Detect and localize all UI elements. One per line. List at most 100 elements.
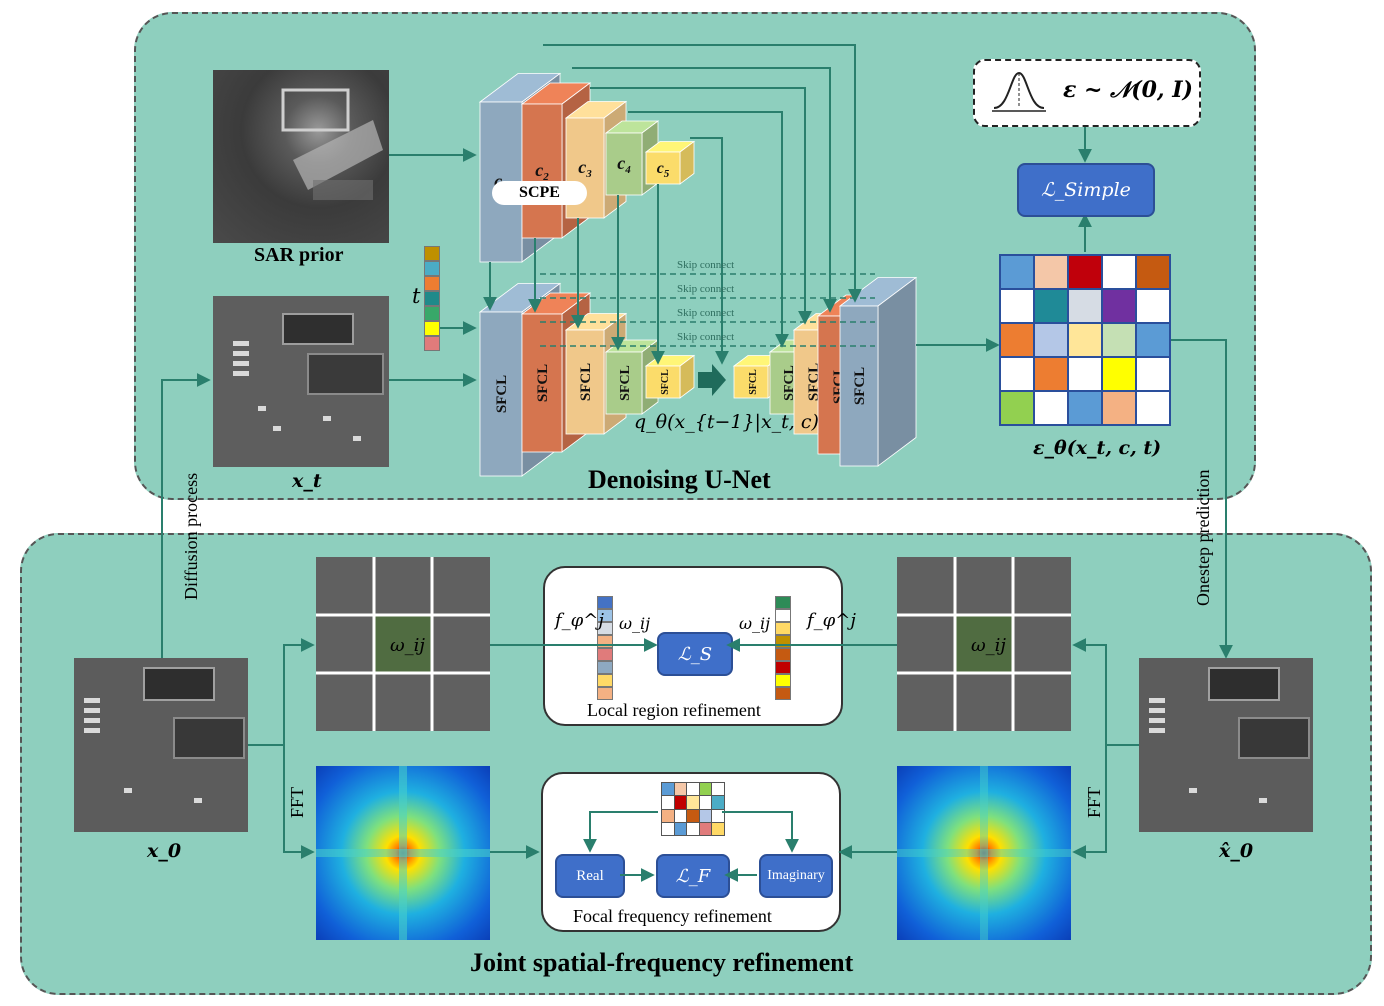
freq-grid-cell: [662, 822, 674, 835]
t-label: t: [412, 284, 421, 308]
fphi-right-cell: [775, 622, 791, 635]
noise-grid-cell: [1137, 256, 1169, 288]
skip-connect-label: Skip connect: [677, 259, 734, 271]
fphi-right-cell: [775, 674, 791, 687]
loss-f-box: ℒ_F: [656, 854, 730, 898]
sfcl-down-5-text: SFCL: [660, 369, 671, 395]
noise-grid-cell: [1035, 290, 1067, 322]
predicted-noise-grid: [999, 254, 1171, 426]
noise-equation: ε ~ 𝒩(0, I): [1063, 77, 1193, 103]
patch-grid-right-lines: [897, 557, 1071, 731]
freq-grid-cell: [662, 809, 674, 822]
x0-texture: [84, 667, 245, 803]
real-box: Real: [555, 854, 625, 898]
t-embed-cell: [424, 246, 440, 261]
fft-left-label: FFT: [287, 786, 307, 818]
focal-frequency-title: Focal frequency refinement: [573, 906, 772, 926]
loss-simple-label: ℒ_Simple: [1041, 179, 1131, 201]
patch-grid-left: ω_ij: [316, 557, 490, 731]
sfcl-up-1-text: SFCL: [852, 367, 868, 405]
fphi-right-cell: [775, 687, 791, 700]
noise-grid-cell: [1103, 358, 1135, 390]
fphi-vector-left: [597, 596, 613, 700]
t-embed-cell: [424, 306, 440, 321]
fphi-left-cell: [597, 635, 613, 648]
patch-grid-left-lines: [316, 557, 490, 731]
t-embed-cell: [424, 261, 440, 276]
loss-simple-box: ℒ_Simple: [1017, 163, 1155, 217]
onestep-prediction-label: Onestep prediction: [1193, 469, 1213, 606]
fphi-left-cell: [597, 687, 613, 700]
noise-grid-cell: [1069, 358, 1101, 390]
freq-grid-cell: [662, 783, 674, 796]
fphi-left-cell: [597, 596, 613, 609]
xt-image: [213, 296, 389, 467]
x0hat-texture: [1149, 667, 1310, 803]
scpe-badge: SCPE: [492, 181, 587, 205]
freq-grid-cell: [687, 783, 699, 796]
sfcl-down-5: SFCL: [644, 354, 696, 399]
freq-grid-cell: [712, 809, 724, 822]
wire-c3: [590, 87, 812, 325]
t-embed-cell: [424, 291, 440, 306]
sfcl-down-2-text: SFCL: [535, 364, 551, 402]
freq-grid-cell: [699, 783, 712, 796]
xt-texture: [213, 296, 389, 467]
noise-grid-cell: [1035, 256, 1067, 288]
noise-grid-cell: [1001, 358, 1033, 390]
fphi-left-cell: [597, 622, 613, 635]
sfcl-down-1-text: SFCL: [494, 375, 510, 413]
t-embed-cell: [424, 321, 440, 336]
q-theta-label: q_θ(x_{t−1}|x_t, c): [634, 411, 819, 433]
noise-grid-cell: [1001, 392, 1033, 424]
x0hat-image: [1139, 658, 1313, 832]
sar-texture: [281, 88, 383, 200]
fphi-left-cell: [597, 609, 613, 622]
fphi-left-label: f_φ^j: [555, 610, 604, 631]
sfcl-up-5-text: SFCL: [748, 369, 759, 395]
noise-grid-cell: [1137, 324, 1169, 356]
eps-theta-label: ε_θ(x_t, c, t): [1033, 437, 1162, 459]
loss-s-label: ℒ_S: [677, 643, 713, 665]
omega-patch-left: ω_ij: [390, 635, 426, 656]
omega-patch-right: ω_ij: [971, 635, 1007, 656]
spectrum-left: [316, 766, 490, 940]
noise-grid-cell: [1035, 324, 1067, 356]
omega-right-label: ω_ij: [739, 614, 771, 633]
noise-grid-cell: [1103, 256, 1135, 288]
loss-f-label: ℒ_F: [675, 865, 711, 887]
encoder-block-c5: c5: [644, 140, 696, 185]
freq-grid-cell: [712, 783, 724, 796]
frequency-weight-grid: [661, 782, 725, 836]
fphi-right-cell: [775, 661, 791, 674]
fphi-right-cell: [775, 635, 791, 648]
patch-grid-right: ω_ij: [897, 557, 1071, 731]
freq-grid-cell: [699, 796, 712, 809]
wire-c4: [628, 111, 789, 348]
freq-grid-cell: [674, 809, 687, 822]
scpe-label: SCPE: [519, 184, 560, 201]
sfcl-down-3-text: SFCL: [578, 363, 594, 401]
skip-connect-label: Skip connect: [677, 331, 734, 343]
sfcl-down-4-text: SFCL: [618, 365, 633, 401]
fphi-left-cell: [597, 648, 613, 661]
focal-frequency-box: Real ℒ_F Imaginary Focal frequency refin…: [541, 772, 841, 932]
freq-grid-cell: [687, 822, 699, 835]
spectrum-right: [897, 766, 1071, 940]
freq-grid-cell: [662, 796, 674, 809]
fphi-right-cell: [775, 648, 791, 661]
local-region-title: Local region refinement: [587, 700, 761, 720]
fphi-right-label: f_φ^j: [807, 610, 856, 631]
time-embedding: [424, 246, 440, 351]
fft-right-label: FFT: [1084, 786, 1104, 818]
t-embed-cell: [424, 276, 440, 291]
wire-c1: [543, 44, 862, 303]
t-embed-cell: [424, 336, 440, 351]
real-label: Real: [576, 867, 604, 884]
omega-left-label: ω_ij: [619, 614, 651, 633]
noise-grid-cell: [1069, 290, 1101, 322]
spectrum-right-cross: [897, 766, 1071, 940]
freq-grid-cell: [712, 822, 724, 835]
joint-refinement-title: Joint spatial-frequency refinement: [470, 948, 854, 977]
